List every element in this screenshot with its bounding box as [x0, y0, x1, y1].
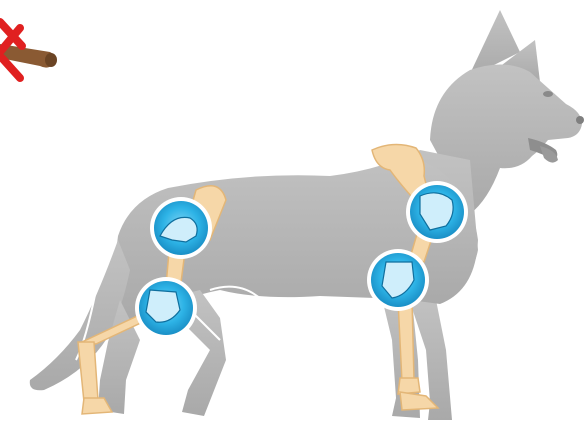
- knee-joint-highlight: [135, 277, 197, 339]
- shoulder-joint-highlight: [406, 181, 468, 243]
- elbow-joint-highlight: [367, 249, 429, 311]
- dog-silhouette: [30, 10, 582, 420]
- metatarsus-bone: [78, 342, 98, 402]
- hip-joint-highlight: [150, 197, 212, 259]
- eye: [543, 91, 553, 97]
- nose: [576, 116, 584, 124]
